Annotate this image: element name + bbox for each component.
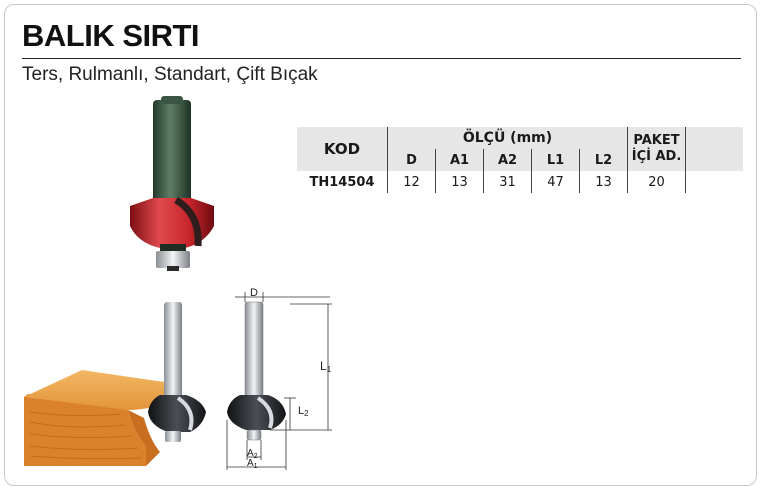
label-l2: L2 [298, 405, 309, 418]
row-l2: 13 [579, 171, 628, 193]
paket-header-line1: PAKET [633, 133, 680, 148]
illus-shank [164, 302, 182, 398]
paket-header: PAKET İÇİ AD. [627, 127, 686, 171]
bit-cutter-body [130, 198, 214, 248]
dim-bearing [246, 429, 262, 441]
col-header-d: D [387, 149, 436, 171]
title-divider [22, 58, 741, 59]
label-d: D [250, 287, 258, 299]
spec-table: KOD ÖLÇÜ (mm) PAKET İÇİ AD. D A1 A2 L1 L… [297, 127, 743, 193]
bit-shank [153, 100, 191, 204]
dimension-drawing: D L1 L2 A2 A1 [226, 287, 332, 470]
page-title: BALIK SIRTI [22, 18, 200, 53]
router-bit-photo [130, 96, 214, 271]
bit-bearing [156, 251, 190, 268]
olcu-header: ÖLÇÜ (mm) [387, 127, 628, 149]
header-spacer [685, 127, 743, 171]
col-header-l1: L1 [531, 149, 580, 171]
dim-cutter [227, 395, 286, 430]
row-paket: 20 [627, 171, 686, 193]
col-header-a1: A1 [435, 149, 484, 171]
illus-cutter [148, 395, 206, 432]
dim-shank [244, 301, 264, 399]
row-a1: 13 [435, 171, 484, 193]
page-subtitle: Ters, Rulmanlı, Standart, Çift Bıçak [22, 64, 318, 85]
table-row: TH14504 12 13 31 47 13 20 [297, 171, 743, 193]
row-l1: 47 [531, 171, 580, 193]
label-l1: L1 [320, 359, 332, 374]
illus-bearing [165, 431, 181, 442]
col-header-a2: A2 [483, 149, 532, 171]
bit-blade [174, 196, 202, 247]
label-a1: A1 [247, 458, 258, 470]
kod-header: KOD [297, 127, 388, 171]
wood-routing-illustration [24, 302, 206, 466]
table-subheader-row: D A1 A2 L1 L2 [297, 149, 743, 171]
row-d: 12 [387, 171, 436, 193]
table-header-row: KOD ÖLÇÜ (mm) PAKET İÇİ AD. [297, 127, 743, 171]
col-header-l2: L2 [579, 149, 628, 171]
row-kod: TH14504 [297, 171, 388, 193]
card-frame [4, 4, 757, 486]
row-a2: 31 [483, 171, 532, 193]
paket-header-line2: İÇİ AD. [631, 149, 682, 164]
label-a2: A2 [247, 448, 258, 460]
wood-top [24, 370, 178, 410]
